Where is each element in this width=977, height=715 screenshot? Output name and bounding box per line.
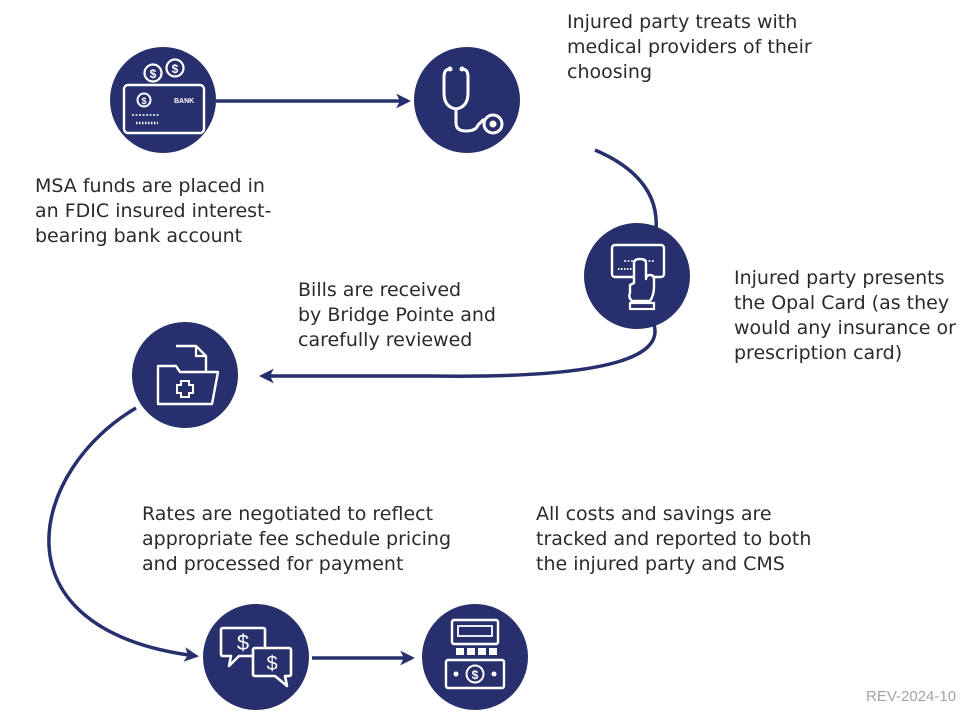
step-bank-account-node: $ $ $ BANK <box>110 47 216 153</box>
dollar-chat-icon: $ $ <box>219 626 293 688</box>
svg-text:BANK: BANK <box>174 98 194 105</box>
caption-rate-negotiation: Rates are negotiated to reflect appropri… <box>142 503 452 575</box>
medical-folder-icon <box>156 344 220 406</box>
revision-code: REV-2024-10 <box>866 688 957 705</box>
svg-text:$: $ <box>141 96 146 106</box>
bank-card-icon: $ $ $ BANK <box>122 58 206 135</box>
step-present-card-node <box>584 223 690 329</box>
caption-tracking: All costs and savings are tracked and re… <box>536 503 812 575</box>
svg-text:$: $ <box>472 668 479 682</box>
svg-text:$: $ <box>266 653 277 675</box>
svg-text:$: $ <box>150 67 157 81</box>
step-bills-review-node <box>132 322 238 428</box>
stethoscope-icon <box>442 66 504 135</box>
caption-bank-account: MSA funds are placed in an FDIC insured … <box>35 175 272 247</box>
step-medical-treatment-node <box>414 47 520 153</box>
svg-text:$: $ <box>172 62 179 76</box>
caption-medical-treatment: Injured party treats with medical provid… <box>567 11 812 83</box>
step-rate-negotiation-node: $ $ <box>203 604 309 710</box>
cash-register-icon: $ <box>444 618 506 690</box>
svg-text:$: $ <box>237 630 249 655</box>
caption-present-card: Injured party presents the Opal Card (as… <box>734 267 956 364</box>
step-tracking-node: $ <box>422 604 528 710</box>
connector-card-to-folder <box>259 308 657 384</box>
connector-doctor-to-card <box>594 148 658 239</box>
connector-folder-to-chat <box>47 406 199 662</box>
hand-card-icon <box>610 243 666 311</box>
caption-bills-review: Bills are received by Bridge Pointe and … <box>298 279 496 351</box>
